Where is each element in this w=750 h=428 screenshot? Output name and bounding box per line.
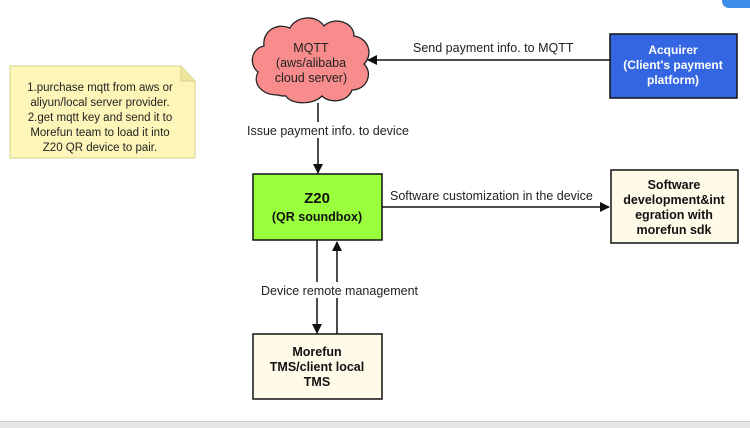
edge-z20-to-software: Software customization in the device — [382, 189, 610, 212]
z20-subtitle: (QR soundbox) — [272, 210, 362, 224]
tms-node: Morefun TMS/client local TMS — [252, 333, 383, 400]
edge-z20-tms: Device remote management — [258, 240, 419, 334]
software-label-1: Software — [648, 178, 701, 192]
edge-label-mqtt-to-z20: Issue payment info. to device — [247, 124, 409, 138]
acquirer-label-1: Acquirer — [648, 43, 698, 57]
note: 1.purchase mqtt from aws or aliyun/local… — [9, 65, 196, 159]
acquirer-node: Acquirer (Client's payment platform) — [609, 33, 738, 99]
edge-mqtt-to-z20: Issue payment info. to device — [244, 103, 409, 174]
software-node: Software development&int egration with m… — [610, 169, 739, 244]
edge-label-acquirer-to-mqtt: Send payment info. to MQTT — [413, 41, 574, 55]
note-line-4: Morefun team to load it into — [30, 127, 169, 139]
acquirer-label-3: platform) — [647, 73, 699, 87]
software-label-2: development&int — [623, 193, 725, 207]
acquirer-label-2: (Client's payment — [623, 58, 723, 72]
note-line-2: aliyun/local server provider. — [30, 97, 169, 109]
tms-label-2: TMS/client local — [270, 360, 364, 374]
edge-label-z20-to-software: Software customization in the device — [390, 189, 593, 203]
tms-label-3: TMS — [304, 375, 330, 389]
mqtt-label-1: MQTT — [293, 41, 329, 55]
edge-acquirer-to-mqtt: Send payment info. to MQTT — [367, 41, 610, 65]
mqtt-label-3: cloud server) — [275, 71, 347, 85]
note-line-3: 2.get mqtt key and send it to — [28, 112, 172, 124]
mqtt-cloud-node: MQTT (aws/alibaba cloud server) — [251, 17, 370, 104]
z20-title: Z20 — [304, 190, 330, 207]
note-line-1: 1.purchase mqtt from aws or — [27, 82, 173, 94]
software-label-4: morefun sdk — [636, 223, 711, 237]
corner-badge-icon[interactable] — [722, 0, 750, 8]
note-line-5: Z20 QR device to pair. — [43, 142, 157, 154]
bottom-scrollbar[interactable] — [0, 421, 750, 428]
edge-label-z20-tms: Device remote management — [261, 284, 419, 298]
software-label-3: egration with — [635, 208, 713, 222]
mqtt-label-2: (aws/alibaba — [276, 56, 346, 70]
tms-label-1: Morefun — [292, 345, 341, 359]
z20-node: Z20 (QR soundbox) — [252, 173, 383, 241]
